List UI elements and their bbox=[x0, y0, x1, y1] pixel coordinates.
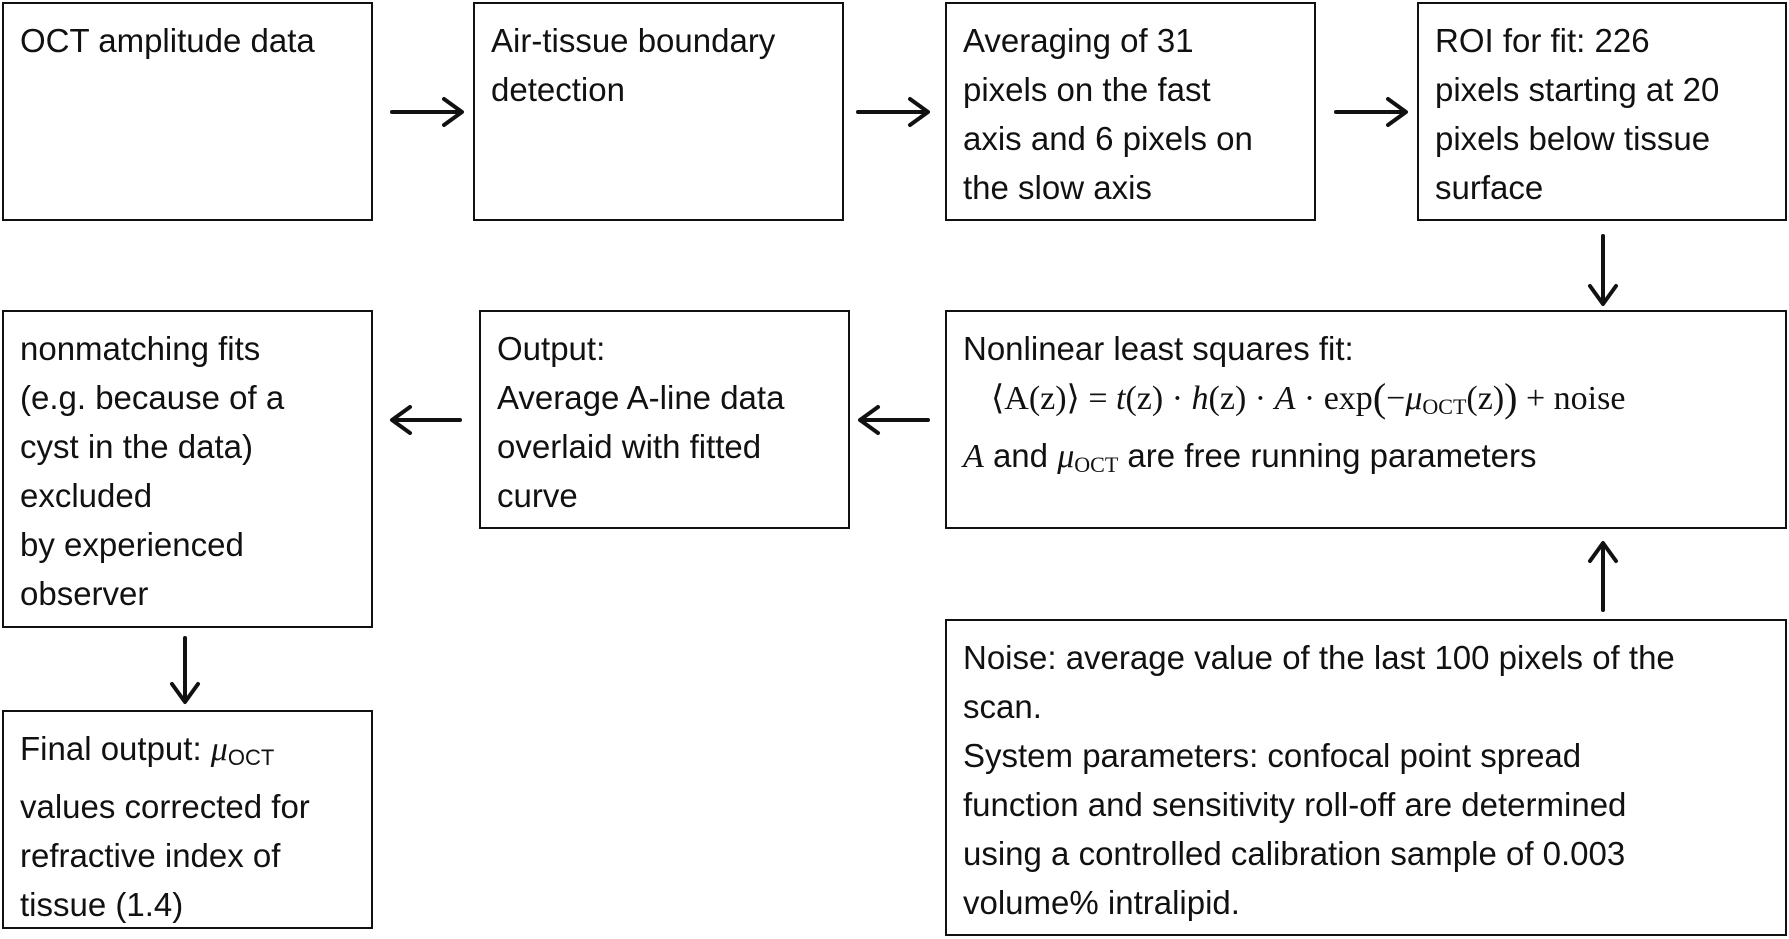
arrow-up-noise bbox=[1588, 541, 1618, 612]
eq-dot: · bbox=[1163, 380, 1192, 417]
eq-z: (z) bbox=[1466, 380, 1505, 417]
final-prefix: Final output: bbox=[20, 730, 211, 767]
fit-parameters: A and μOCT are free running parameters bbox=[963, 431, 1771, 489]
averaging-box: Averaging of 31 pixels on the fast axis … bbox=[945, 2, 1316, 221]
boundary-detection-box: Air-tissue boundary detection bbox=[473, 2, 844, 221]
box-text-line: Output: bbox=[497, 330, 606, 367]
nonlinear-fit-box: Nonlinear least squares fit: ⟨A(z)⟩ = t(… bbox=[945, 310, 1787, 529]
arrow-left-2 bbox=[390, 405, 462, 435]
final-mu: μ bbox=[210, 731, 228, 768]
box-text-line: Noise: average value of the last 100 pix… bbox=[963, 639, 1675, 676]
eq-dot: · bbox=[1295, 380, 1324, 417]
eq-paren-close: ) bbox=[1504, 375, 1518, 420]
box-text-line: volume% intralipid. bbox=[963, 884, 1240, 921]
eq-z: (z) bbox=[1125, 380, 1164, 417]
eq-minus: − bbox=[1386, 380, 1406, 417]
noise-box: Noise: average value of the last 100 pix… bbox=[945, 619, 1787, 936]
box-text-line: scan. bbox=[963, 688, 1042, 725]
arrow-right-1 bbox=[390, 97, 464, 127]
param-and: and bbox=[983, 437, 1058, 474]
box-text-line: (e.g. because of a bbox=[20, 379, 285, 416]
box-text-line: ROI for fit: 226 bbox=[1435, 22, 1650, 59]
box-text-line: function and sensitivity roll-off are de… bbox=[963, 786, 1627, 823]
box-text-line: pixels on the fast bbox=[963, 71, 1211, 108]
output-box: Output: Average A-line data overlaid wit… bbox=[479, 310, 850, 529]
roi-box: ROI for fit: 226 pixels starting at 20 p… bbox=[1417, 2, 1787, 221]
eq-t: t bbox=[1116, 380, 1126, 417]
eq-h: h bbox=[1191, 380, 1209, 417]
eq-dot: · bbox=[1246, 380, 1275, 417]
eq-mu: μ bbox=[1405, 380, 1423, 417]
arrow-right-3 bbox=[1334, 97, 1408, 127]
box-text-line: Average A-line data bbox=[497, 379, 785, 416]
eq-lhs: ⟨A(z)⟩ = bbox=[991, 380, 1116, 417]
box-text-line: Averaging of 31 bbox=[963, 22, 1194, 59]
eq-paren-open: ( bbox=[1372, 375, 1387, 420]
nonmatching-fits-box: nonmatching fits (e.g. because of a cyst… bbox=[2, 310, 373, 628]
box-text-line: refractive index of bbox=[20, 837, 281, 874]
box-text-line: Air-tissue boundary bbox=[491, 22, 776, 59]
box-text-line: surface bbox=[1435, 169, 1544, 206]
box-text-line: observer bbox=[20, 575, 149, 612]
param-mu: μ bbox=[1057, 438, 1075, 475]
param-tail: are free running parameters bbox=[1118, 437, 1537, 474]
arrow-right-2 bbox=[856, 97, 930, 127]
final-first-line: Final output: μOCT bbox=[20, 724, 357, 782]
box-text-line: pixels below tissue bbox=[1435, 120, 1711, 157]
eq-exp: exp bbox=[1323, 380, 1373, 417]
eq-z: (z) bbox=[1208, 380, 1247, 417]
box-text-line: OCT amplitude data bbox=[20, 22, 315, 59]
final-mu-sub: OCT bbox=[227, 745, 275, 770]
box-text-line: pixels starting at 20 bbox=[1435, 71, 1720, 108]
eq-noise: + noise bbox=[1525, 380, 1626, 417]
box-text-line: axis and 6 pixels on bbox=[963, 120, 1253, 157]
box-text-line: the slow axis bbox=[963, 169, 1152, 206]
box-text-line: excluded bbox=[20, 477, 153, 514]
box-text-line: values corrected for bbox=[20, 788, 310, 825]
arrow-left-1 bbox=[858, 405, 930, 435]
eq-a: A bbox=[1274, 380, 1296, 417]
box-text-line: curve bbox=[497, 477, 578, 514]
box-text-line: by experienced bbox=[20, 526, 244, 563]
param-mu-sub: OCT bbox=[1074, 452, 1119, 477]
oct-amplitude-data-box: OCT amplitude data bbox=[2, 2, 373, 221]
box-text-line: tissue (1.4) bbox=[20, 886, 184, 923]
final-output-box: Final output: μOCT values corrected for … bbox=[2, 710, 373, 929]
box-text-line: System parameters: confocal point spread bbox=[963, 737, 1582, 774]
eq-mu-sub: OCT bbox=[1422, 394, 1467, 419]
box-text-line: overlaid with fitted bbox=[497, 428, 762, 465]
arrow-down-roi bbox=[1588, 234, 1618, 306]
box-text-line: nonmatching fits bbox=[20, 330, 261, 367]
arrow-down-final bbox=[170, 636, 200, 704]
box-text-line: detection bbox=[491, 71, 625, 108]
fit-title: Nonlinear least squares fit: bbox=[963, 330, 1354, 367]
fit-equation: ⟨A(z)⟩ = t(z) · h(z) · A · exp(−μOCT(z))… bbox=[963, 373, 1771, 431]
box-text-line: using a controlled calibration sample of… bbox=[963, 835, 1626, 872]
box-text-line: cyst in the data) bbox=[20, 428, 253, 465]
param-a: A bbox=[963, 438, 984, 475]
